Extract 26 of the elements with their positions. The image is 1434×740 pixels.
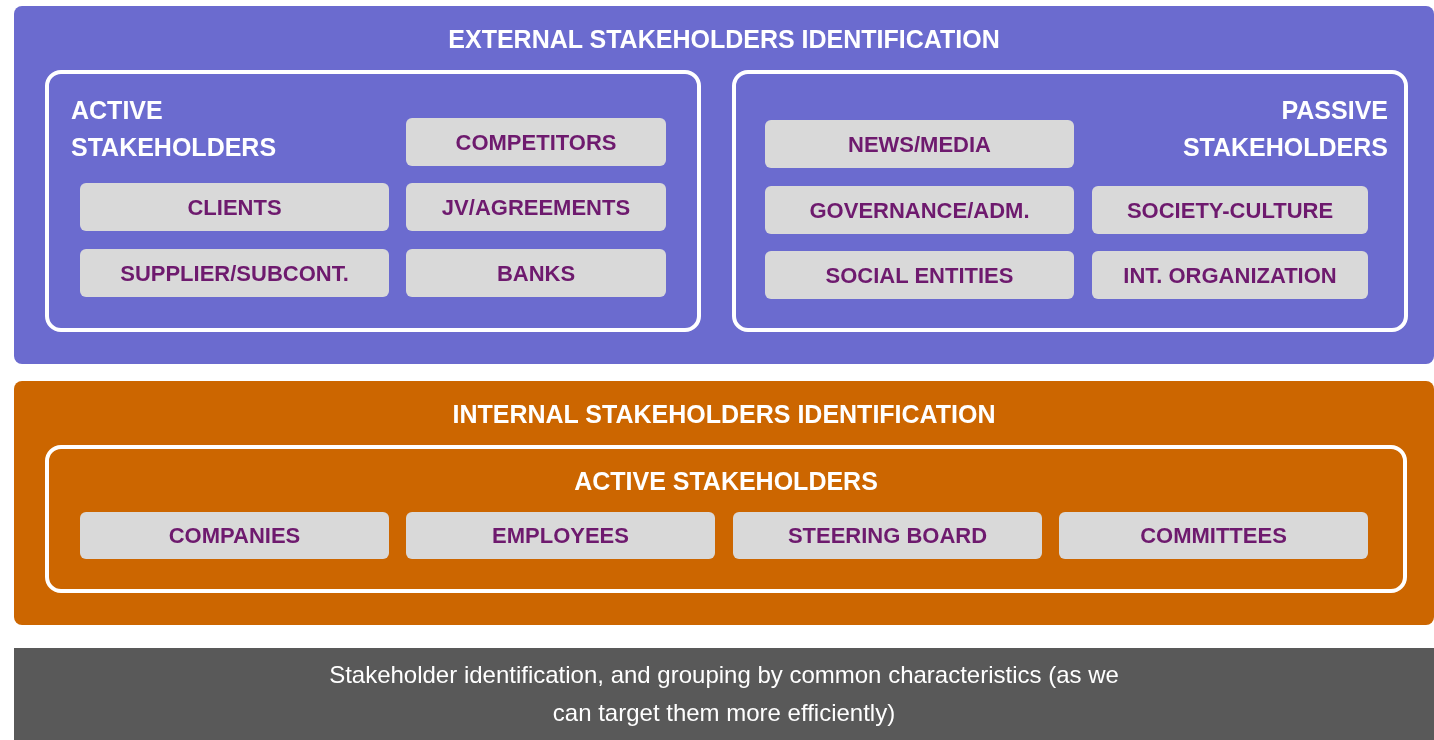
group-frame (732, 70, 1408, 332)
stakeholder-chip: SUPPLIER/SUBCONT. (80, 249, 389, 297)
group-label: ACTIVE STAKEHOLDERS (71, 95, 278, 163)
group-label: PASSIVE STAKEHOLDERS (1181, 95, 1388, 163)
section-title: INTERNAL STAKEHOLDERS IDENTIFICATION (452, 399, 996, 430)
group-label: ACTIVE STAKEHOLDERS (573, 466, 879, 497)
stakeholder-chip: GOVERNANCE/ADM. (765, 186, 1074, 234)
summary-bar (14, 648, 1434, 740)
stakeholder-chip: COMPETITORS (406, 118, 666, 166)
group-frame (45, 445, 1407, 593)
stakeholder-chip: BANKS (406, 249, 666, 297)
stakeholder-chip: INT. ORGANIZATION (1092, 251, 1368, 299)
section-panel (14, 6, 1434, 364)
section-panel (14, 381, 1434, 625)
stakeholder-chip: NEWS/MEDIA (765, 120, 1074, 168)
group-frame (45, 70, 701, 332)
section-title: EXTERNAL STAKEHOLDERS IDENTIFICATION (448, 24, 1000, 55)
stakeholder-chip: SOCIAL ENTITIES (765, 251, 1074, 299)
stakeholder-chip: SOCIETY-CULTURE (1092, 186, 1368, 234)
summary-text: Stakeholder identification, and grouping by common characteristics (as we can target them more efficiently) (328, 660, 1120, 728)
stakeholder-chip: COMPANIES (80, 512, 389, 559)
stakeholder-chip: STEERING BOARD (733, 512, 1042, 559)
stakeholder-chip: JV/AGREEMENTS (406, 183, 666, 231)
stakeholder-chip: COMMITTEES (1059, 512, 1368, 559)
stakeholder-chip: CLIENTS (80, 183, 389, 231)
stakeholder-chip: EMPLOYEES (406, 512, 715, 559)
